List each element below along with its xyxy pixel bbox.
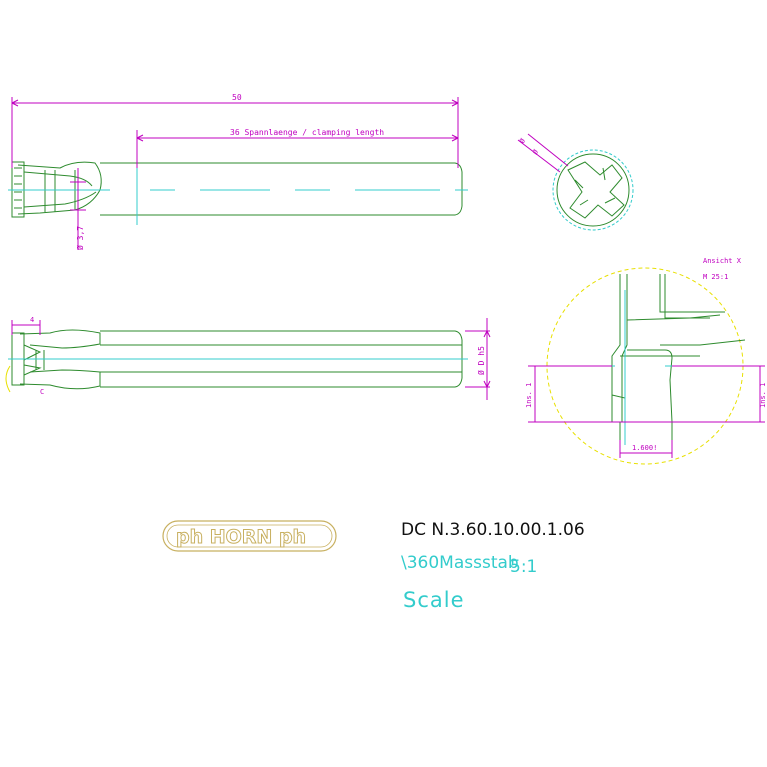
dia-b-label: Ø D h5: [476, 346, 486, 375]
corner-label: C: [40, 388, 44, 396]
scale-line: \360Massstab: [401, 553, 519, 573]
overall-length-label: 50: [232, 93, 242, 102]
top-shank-outline: [100, 162, 463, 216]
angle-a-label: Ø: [518, 136, 527, 145]
bottom-corner-arc: [5, 365, 11, 393]
top-dimensions: [11, 97, 459, 250]
dia-a-label: Ø 3,7: [75, 226, 85, 250]
top-flute-outline: [17, 161, 102, 215]
drawing-number: DC N.3.60.10.00.1.06: [401, 520, 585, 540]
detail-dimensions: [528, 365, 765, 458]
end-view: [517, 133, 634, 231]
clamping-length-label: 36 Spannlaenge / clamping length: [230, 128, 384, 137]
end-view-outer-circle: [552, 149, 634, 231]
top-centerline: [8, 137, 468, 225]
bottom-dimensions: [11, 318, 491, 400]
logo-outer-border: [162, 520, 337, 552]
logo-text: ph HORN ph: [176, 526, 306, 548]
top-head-teeth: [14, 167, 22, 209]
angle-b-label: Ø: [531, 147, 540, 156]
horn-logo: ph HORN ph: [162, 520, 337, 552]
top-flute-inner: [23, 171, 97, 208]
scale-value: 5:1: [510, 557, 537, 577]
detail-view: [528, 267, 765, 465]
pitch-left-label: 1ns. 1: [525, 383, 533, 408]
bottom-flute-outline: [19, 329, 101, 390]
end-view-flutes: [567, 161, 625, 219]
pitch-right-label: 1ns. 1: [759, 383, 767, 408]
bottom-shank-midlines: [100, 344, 462, 373]
logo-inner-border: [166, 524, 333, 548]
end-view-angle-dim: [517, 133, 569, 173]
bottom-dim-label: 1.600!: [632, 444, 657, 452]
bottom-web-lines: [35, 350, 45, 370]
scale-label: Scale: [403, 588, 465, 612]
end-view-inner-circle: [556, 153, 630, 227]
detail-scale: M 25:1: [703, 273, 728, 281]
chamfer-label: 4: [30, 316, 34, 324]
detail-title: Ansicht X: [703, 257, 742, 265]
detail-geometry: [611, 274, 746, 440]
bottom-head-inner: [23, 344, 42, 376]
